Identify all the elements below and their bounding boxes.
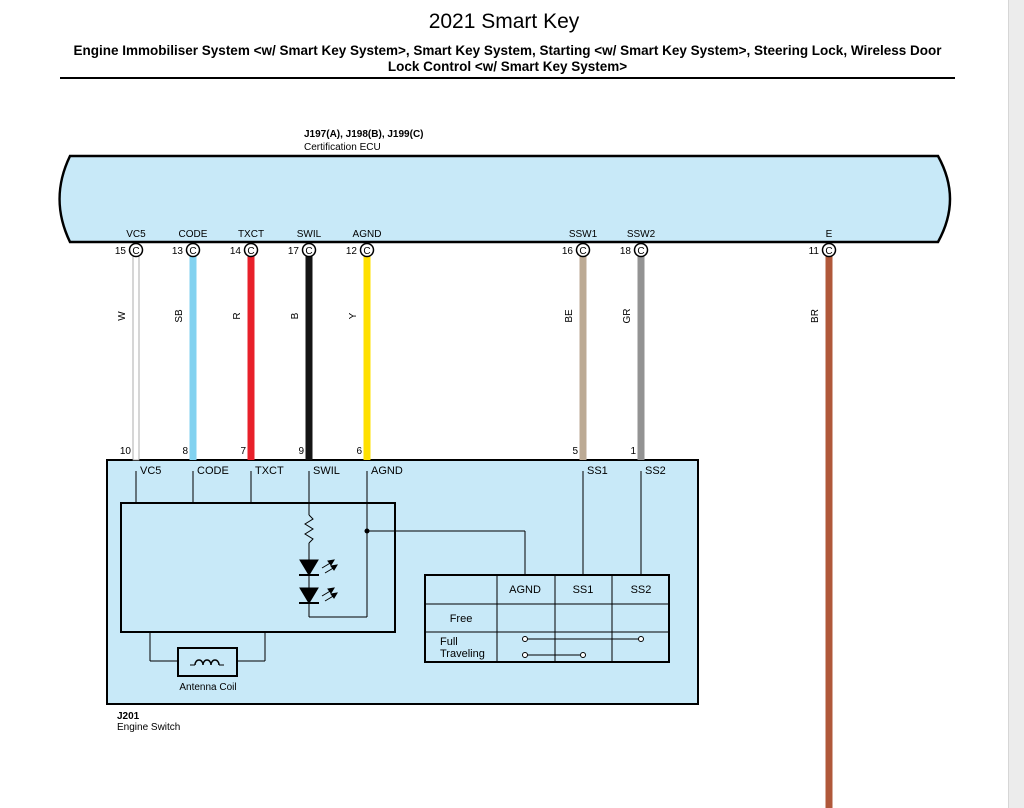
switch-pin-agnd-number: 6 <box>356 446 362 457</box>
ecu-pin-vc5-letter: C <box>132 246 139 257</box>
switch-position-table <box>424 574 670 663</box>
subtitle-line-1: Engine Immobiliser System <w/ Smart Key … <box>73 43 942 58</box>
wire-color-vc5: W <box>117 311 128 321</box>
ecu-terminal-swil: SWIL <box>297 229 322 240</box>
switch-terminal-code: CODE <box>197 465 229 477</box>
engine-switch-body <box>106 459 699 705</box>
ecu-pin-txct-connector <box>243 242 259 258</box>
ecu-pin-agnd-connector <box>359 242 375 258</box>
switch-connector-label: J201 <box>117 711 140 722</box>
ecu-pin-agnd-number: 12 <box>346 246 358 257</box>
ecu-pin-ssw2-number: 18 <box>620 246 632 257</box>
wire-color-e: BR <box>810 309 821 323</box>
switch-terminal-ss2: SS2 <box>645 465 666 477</box>
switch-terminal-ss1: SS1 <box>587 465 608 477</box>
antenna-coil-label: Antenna Coil <box>179 682 236 693</box>
ecu-pin-vc5-number: 15 <box>115 246 127 257</box>
ecu-terminal-ssw2: SSW2 <box>627 229 656 240</box>
coil-icon <box>194 659 220 666</box>
wire-code <box>189 256 197 460</box>
wire-agnd <box>363 256 371 460</box>
junction-dot <box>364 528 370 534</box>
wire-vc5 <box>132 255 140 461</box>
wire-color-ssw1: BE <box>564 309 575 323</box>
ecu-pin-vc5-connector <box>128 242 144 258</box>
ecu-pin-e-letter: C <box>825 246 832 257</box>
ecu-pin-ssw1-letter: C <box>579 246 586 257</box>
antenna-coil-box <box>177 647 238 677</box>
led-2-icon <box>299 587 319 604</box>
switch-terminal-agnd: AGND <box>371 465 403 477</box>
switch-pin-vc5-number: 10 <box>120 446 132 457</box>
ecu-terminal-ssw1: SSW1 <box>569 229 598 240</box>
ecu-pin-swil-connector <box>301 242 317 258</box>
wire-color-ssw2: GR <box>622 309 633 324</box>
wire-e <box>825 256 833 808</box>
ecu-terminal-txct: TXCT <box>238 229 264 240</box>
ecu-terminal-agnd: AGND <box>353 229 382 240</box>
wire-harness <box>132 255 833 808</box>
title-rule <box>60 77 955 79</box>
switch-pin-txct-number: 7 <box>240 446 246 457</box>
table-header-ss2: SS2 <box>631 584 652 596</box>
switch-name-label: Engine Switch <box>117 722 180 733</box>
ecu-pin-txct-letter: C <box>247 246 254 257</box>
scrollbar-track[interactable] <box>1008 0 1024 808</box>
wire-ssw1 <box>579 256 587 460</box>
ecu-terminal-vc5: VC5 <box>126 229 146 240</box>
table-row-traveling: Traveling <box>440 648 485 660</box>
wire-ssw2 <box>637 256 645 460</box>
table-header-agnd: AGND <box>509 584 541 596</box>
ecu-pin-code-number: 13 <box>172 246 184 257</box>
ecu-terminal-code: CODE <box>179 229 208 240</box>
switch-pin-ssw1-number: 5 <box>572 446 578 457</box>
ecu-pin-txct-number: 14 <box>230 246 242 257</box>
certification-ecu-body <box>58 154 952 244</box>
wire-color-swil: B <box>290 312 301 319</box>
ecu-pin-ssw2-connector <box>633 242 649 258</box>
ecu-pin-ssw1-number: 16 <box>562 246 574 257</box>
page-subtitle: Engine Immobiliser System <w/ Smart Key … <box>60 43 955 75</box>
switch-terminal-swil: SWIL <box>313 465 340 477</box>
ecu-name-label: Certification ECU <box>304 142 381 153</box>
subtitle-line-2: Lock Control <w/ Smart Key System> <box>387 59 628 74</box>
ecu-connector-label: J197(A), J198(B), J199(C) <box>304 129 424 140</box>
led-1-icon <box>299 559 319 576</box>
switch-terminal-vc5: VC5 <box>140 465 161 477</box>
wire-txct <box>247 256 255 460</box>
ecu-pin-swil-letter: C <box>305 246 312 257</box>
ecu-pin-code-letter: C <box>189 246 196 257</box>
wire-color-code: SB <box>174 309 185 323</box>
table-header-ss1: SS1 <box>573 584 594 596</box>
switch-terminal-txct: TXCT <box>255 465 284 477</box>
pin-labels: C15VC5W10VC5C13CODESB8CODEC14TXCTR7TXCTC… <box>115 229 837 477</box>
ecu-pin-ssw2-letter: C <box>637 246 644 257</box>
ecu-terminal-e: E <box>826 229 833 240</box>
ecu-pin-ssw1-connector <box>575 242 591 258</box>
indicator-circuit-box <box>120 502 396 633</box>
switch-pin-swil-number: 9 <box>298 446 304 457</box>
ecu-pin-swil-number: 17 <box>288 246 300 257</box>
ecu-pin-code-connector <box>185 242 201 258</box>
table-row-free: Free <box>450 613 473 625</box>
switch-pin-ssw2-number: 1 <box>630 446 636 457</box>
wire-color-agnd: Y <box>348 312 359 319</box>
wire-color-txct: R <box>232 312 243 319</box>
ecu-pin-e-connector <box>821 242 837 258</box>
page-title: 2021 Smart Key <box>428 10 580 33</box>
switch-internal-circuit <box>120 471 642 677</box>
switch-pin-code-number: 8 <box>182 446 188 457</box>
table-row-full: Full <box>440 636 458 648</box>
ecu-pin-agnd-letter: C <box>363 246 370 257</box>
ecu-pin-e-number: 11 <box>809 246 820 257</box>
wire-swil <box>305 256 313 460</box>
